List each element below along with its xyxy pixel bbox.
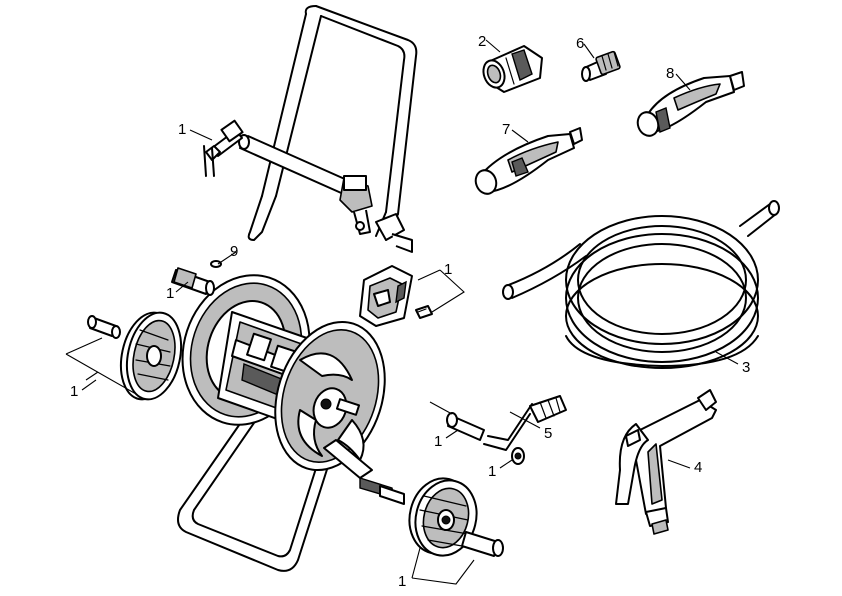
hose-reel-drum bbox=[181, 274, 386, 472]
o-ring bbox=[210, 260, 222, 268]
frame-cross-bar bbox=[238, 134, 357, 197]
reel-frame bbox=[177, 5, 418, 572]
hose-fitting-small bbox=[171, 260, 222, 296]
callout-5: 7 bbox=[502, 121, 510, 138]
callout-1-crank: 1 bbox=[434, 433, 442, 450]
callout-3: 3 bbox=[742, 359, 750, 376]
callout-7: 4 bbox=[694, 459, 702, 476]
leader-lines bbox=[65, 39, 739, 585]
frame-pin-top bbox=[203, 119, 244, 177]
callout-1-wheel-left: 1 bbox=[70, 383, 78, 400]
callout-1-guide: 1 bbox=[444, 261, 452, 278]
garden-hose-coil bbox=[502, 200, 780, 369]
tap-connector bbox=[581, 50, 621, 82]
hose-connector-quick bbox=[482, 45, 543, 93]
callout-1-fitting: 1 bbox=[166, 285, 174, 302]
callout-1-wheel-right: 1 bbox=[398, 573, 406, 590]
callout-labels: 2 6 8 7 1 9 1 1 1 3 4 5 1 1 1 bbox=[70, 33, 750, 590]
spray-nozzle-cleaning bbox=[474, 127, 583, 195]
crank-handle bbox=[446, 395, 567, 465]
spray-nozzle-adjustable bbox=[636, 71, 745, 137]
reel-connector-pipe bbox=[323, 439, 405, 505]
wheel-left bbox=[119, 311, 183, 401]
callout-1-crank-cap: 1 bbox=[488, 463, 496, 480]
hose-guide-part bbox=[359, 265, 433, 327]
callout-1-pin: 1 bbox=[178, 121, 186, 138]
spray-gun bbox=[615, 389, 717, 535]
wheel-right bbox=[408, 477, 504, 557]
callout-4: 6 bbox=[576, 35, 584, 52]
callout-9: 9 bbox=[230, 243, 238, 260]
callout-2: 2 bbox=[478, 33, 486, 50]
axle-pin-left bbox=[87, 315, 121, 339]
frame-bracket bbox=[339, 175, 413, 253]
callout-6: 8 bbox=[666, 65, 674, 82]
callout-8: 5 bbox=[544, 425, 552, 442]
